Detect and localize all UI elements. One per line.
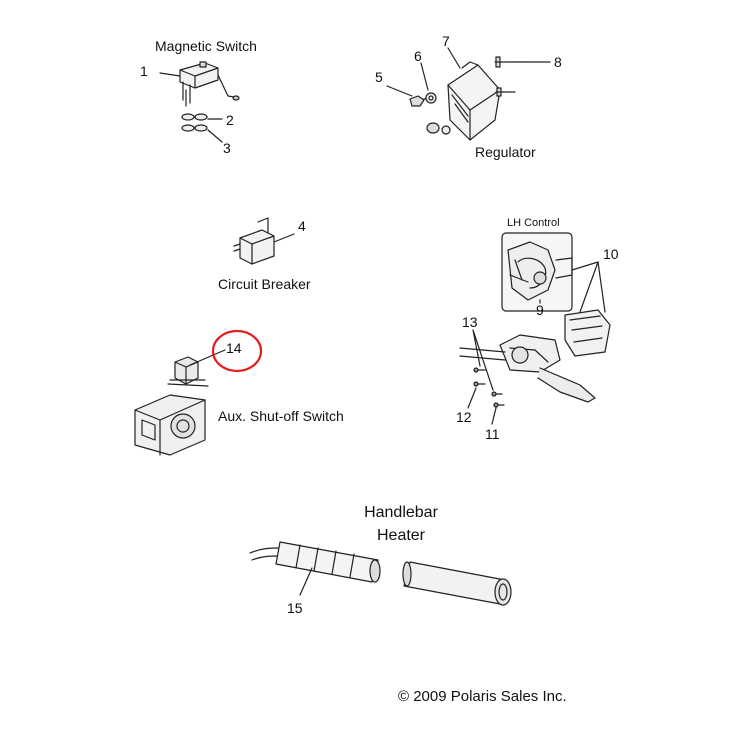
regulator-part <box>386 47 551 141</box>
callout-2: 2 <box>226 112 234 128</box>
callout-3: 3 <box>223 140 231 156</box>
regulator-caption: Regulator <box>475 144 536 160</box>
callout-6: 6 <box>414 48 422 64</box>
callout-14: 14 <box>226 340 242 356</box>
callout-12: 12 <box>456 409 472 425</box>
highlight-circle <box>211 329 263 373</box>
callout-5: 5 <box>375 69 383 85</box>
callout-13: 13 <box>462 314 478 330</box>
handlebar-heater-caption-line2: Heater <box>376 527 426 544</box>
callout-8: 8 <box>554 54 562 70</box>
lh-control-part <box>459 232 611 425</box>
callout-9: 9 <box>536 302 544 318</box>
circuit-breaker-caption: Circuit Breaker <box>218 276 311 292</box>
magnetic-switch-part <box>159 61 240 143</box>
handlebar-heater-part <box>249 541 512 606</box>
lh-control-caption: LH Control <box>507 217 560 229</box>
aux-shutoff-switch-part <box>134 349 226 456</box>
handlebar-heater-caption-line1: Handlebar <box>364 504 438 521</box>
callout-15: 15 <box>287 600 303 616</box>
callout-4: 4 <box>298 218 306 234</box>
callout-1: 1 <box>140 63 148 79</box>
copyright-notice: © 2009 Polaris Sales Inc. <box>398 688 567 705</box>
aux-shutoff-switch-caption: Aux. Shut-off Switch <box>218 408 344 424</box>
magnetic-switch-caption: Magnetic Switch <box>155 38 257 54</box>
callout-10: 10 <box>603 246 619 262</box>
callout-7: 7 <box>442 33 450 49</box>
callout-11: 11 <box>485 426 500 442</box>
circuit-breaker-part <box>233 217 295 265</box>
